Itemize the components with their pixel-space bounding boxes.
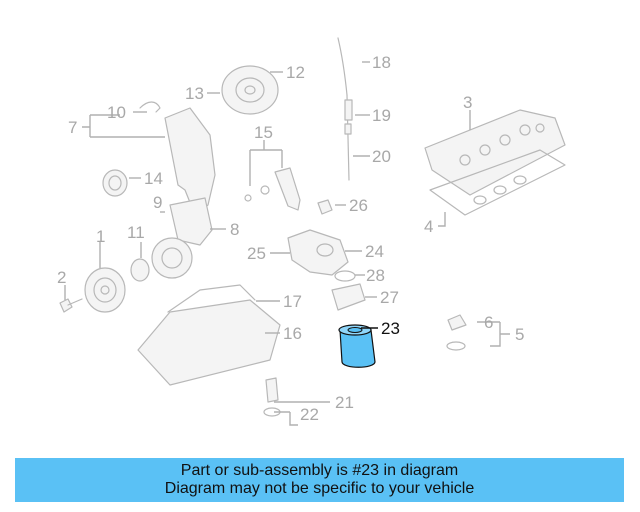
part-sensor [130,258,150,282]
part-pickup-tube [263,377,281,417]
callout-18: 18 [372,53,391,72]
part-valve-cover [424,109,566,196]
diagram-notice-banner: Part or sub-assembly is #23 in diagram D… [15,458,624,502]
part-bolt [59,298,83,313]
callout-27: 27 [380,288,399,307]
banner-line-part-number: Part or sub-assembly is #23 in diagram [180,462,459,479]
callout-12: 12 [286,63,305,82]
callout-3: 3 [463,93,472,112]
part-cam-gear [221,65,279,115]
callout-28: 28 [366,266,385,285]
callout-8: 8 [230,220,239,239]
part-filter-adapter [331,283,366,311]
banner-line-disclaimer: Diagram may not be specific to your vehi… [164,480,475,497]
callout-23-highlighted: 23 [381,319,400,338]
part-oil-pump [151,237,193,279]
callout-1: 1 [96,227,105,246]
part-oil-pan [137,284,281,386]
part-oil-filter-highlighted [338,324,376,368]
callout-19: 19 [372,106,391,125]
part-drain-plug [446,314,467,351]
part-filter-housing [287,229,349,276]
callout-22: 22 [300,405,319,424]
callout-21: 21 [335,393,354,412]
callout-14: 14 [144,169,163,188]
part-tensioner [244,167,301,211]
callout-24: 24 [365,242,384,261]
part-plug [317,199,333,215]
callout-13: 13 [185,84,204,103]
callout-2: 2 [57,268,66,287]
callout-7: 7 [68,118,77,137]
part-o-ring [334,270,356,282]
part-pulley [102,169,128,197]
part-crank-pulley [84,267,126,313]
leader-lines [64,61,510,426]
part-bracket [139,101,161,113]
callout-labels: 1 2 3 4 5 6 7 8 9 10 11 12 13 14 15 16 1… [57,53,524,424]
callout-17: 17 [283,292,302,311]
callout-20: 20 [372,147,391,166]
part-dipstick [337,37,353,181]
callout-6: 6 [484,313,493,332]
callout-26: 26 [349,196,368,215]
callout-9: 9 [153,193,162,212]
callout-11: 11 [127,223,145,242]
callout-15: 15 [254,123,273,142]
callout-16: 16 [283,324,302,343]
callout-5: 5 [515,325,524,344]
engine-exploded-diagram: 1 2 3 4 5 6 7 8 9 10 11 12 13 14 15 16 1… [57,37,566,426]
part-water-pump [169,197,213,246]
callout-25: 25 [247,244,266,263]
part-timing-cover [164,107,216,216]
callout-10: 10 [107,103,126,122]
part-valve-cover-gasket [429,149,566,216]
callout-4: 4 [424,217,433,236]
